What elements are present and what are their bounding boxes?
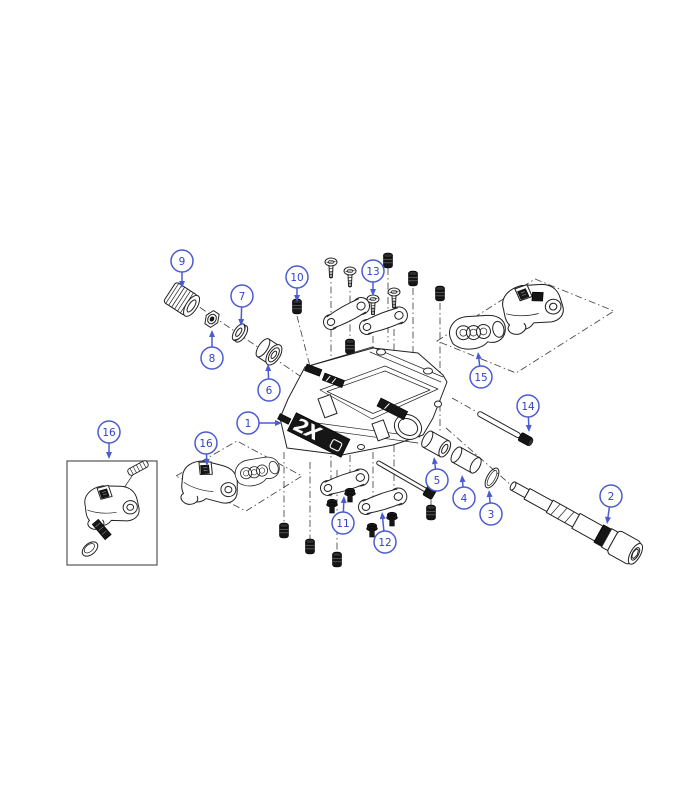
link-plate-bottom-right [355,485,410,518]
callout-1: 1 [236,411,282,435]
svg-text:7: 7 [239,291,246,303]
callout-2: 2 [599,484,623,524]
callout-10: 10 [285,265,309,302]
callout-6: 6 [257,364,281,402]
callout-12: 12 [373,512,397,554]
front-claw-spring [231,450,284,491]
callout-layer: 9 7 8 6 10 13 15 1 16 16 11 12 5 4 3 14 2 [97,249,623,554]
svg-text:13: 13 [366,266,379,278]
svg-text:5: 5 [434,475,441,487]
callout-3: 3 [479,490,503,526]
callout-16: 16 [194,431,218,466]
front-claw-main [178,457,242,512]
svg-text:14: 14 [521,401,535,413]
callout-5: 5 [425,457,449,492]
rod-setscrew [426,504,436,521]
brand-banner: 2X [277,412,351,458]
part-5-bushing [421,430,452,458]
callout-15: 15 [469,352,493,389]
svg-text:12: 12 [378,537,391,549]
svg-text:15: 15 [474,372,487,384]
svg-text:2: 2 [608,491,615,503]
rear-claw-assembly [499,278,567,337]
part-8-nut [204,310,220,328]
callout-14: 14 [516,394,540,432]
svg-text:8: 8 [209,353,216,365]
svg-text:3: 3 [488,509,495,521]
part-14-pin [477,411,534,446]
callout-7: 7 [230,284,254,326]
svg-text:9: 9 [179,256,186,268]
callout-8: 8 [200,330,224,370]
svg-text:16: 16 [102,427,116,439]
callout-11: 11 [331,496,355,535]
callout-4: 4 [452,475,476,510]
part-7-washer [231,323,249,343]
svg-text:16: 16 [199,438,213,450]
inset-screw [91,518,112,541]
group-outline-spring15 [436,278,615,374]
inset-box [66,459,158,566]
svg-text:1: 1 [245,418,252,430]
part-2-axle [509,481,644,565]
callout-13: 13 [361,259,385,296]
part-6-bearing [255,338,283,366]
part-15-spring [446,308,509,354]
callout-9: 9 [170,249,194,288]
svg-text:6: 6 [266,385,273,397]
svg-text:4: 4 [461,493,468,505]
callout-16: 16 [97,420,121,459]
svg-text:11: 11 [336,518,349,530]
part-3-oring [484,467,500,489]
part-4-bushing [450,446,482,474]
svg-text:10: 10 [290,272,303,284]
part-9-lockcap [163,282,201,317]
part-1-pedal-body: 2X [277,346,448,458]
